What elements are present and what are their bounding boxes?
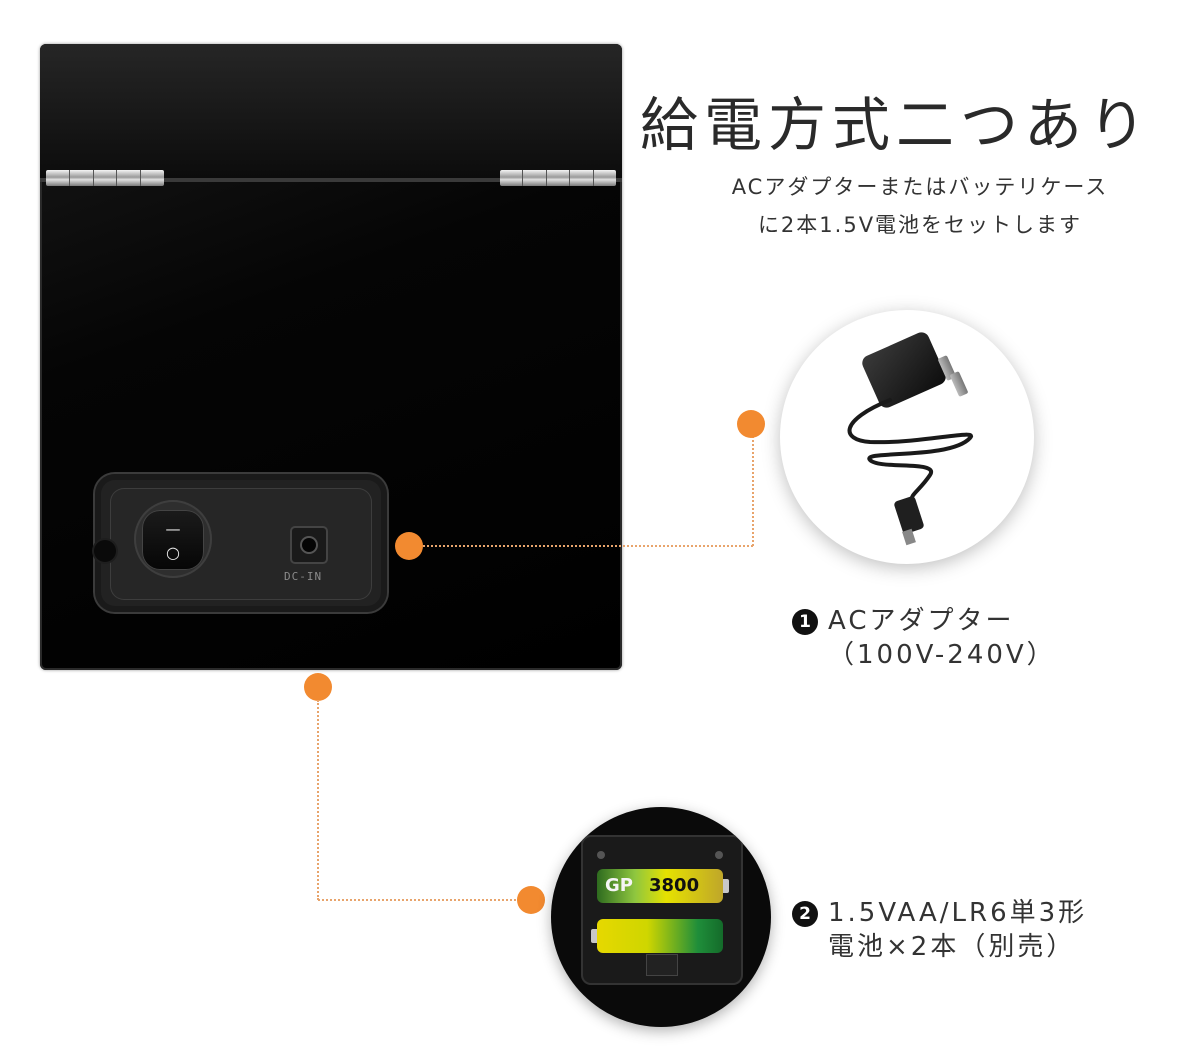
dc-in-label: DC-IN xyxy=(284,570,323,583)
left-hinge xyxy=(46,170,164,186)
switch-off-mark: ○ xyxy=(166,543,180,562)
option-2-detail: 電池×2本（別売） xyxy=(828,932,1076,962)
adapter-connector-vertical xyxy=(752,436,754,546)
lid-seam xyxy=(40,178,622,182)
option-1-number-icon: 1 xyxy=(792,609,818,635)
battery-brand: GP xyxy=(605,875,633,896)
switch-on-mark: — xyxy=(165,520,181,538)
tray-screw-icon xyxy=(597,851,605,859)
adapter-callout-dot xyxy=(737,410,765,438)
screw-icon xyxy=(94,540,116,562)
right-hinge xyxy=(500,170,616,186)
option-1-detail: （100V-240V） xyxy=(828,640,1056,670)
adapter-cable-icon xyxy=(847,398,974,546)
ac-adapter-photo xyxy=(780,310,1034,564)
panel-callout-dot xyxy=(395,532,423,560)
subtitle: ACアダプターまたはバッテリケース に2本1.5V電池をセットします xyxy=(650,168,1190,244)
battery-case-latch xyxy=(647,955,677,975)
option-1-label: 1 ACアダプター （100V-240V） xyxy=(792,604,1056,672)
box-bottom-callout-dot xyxy=(304,673,332,701)
subtitle-line-1: ACアダプターまたはバッテリケース xyxy=(731,175,1109,199)
power-switch[interactable]: — ○ xyxy=(142,510,204,570)
battery-capacity: 3800 xyxy=(649,875,700,896)
adapter-connector-horizontal xyxy=(423,545,753,547)
subtitle-line-2: に2本1.5V電池をセットします xyxy=(757,213,1083,237)
battery-case-photo: GP 3800 xyxy=(551,807,771,1027)
battery-connector-horizontal xyxy=(318,899,528,901)
dc-in-jack xyxy=(292,528,326,562)
option-2-number-icon: 2 xyxy=(792,901,818,927)
option-2-label: 2 1.5VAA/LR6単3形 電池×2本（別売） xyxy=(792,896,1087,964)
page-title: 給電方式二つあり xyxy=(640,91,1153,159)
option-2-title: 1.5VAA/LR6単3形 xyxy=(828,898,1088,928)
aa-battery-2 xyxy=(591,919,723,953)
winder-lid xyxy=(40,44,622,178)
battery-callout-dot xyxy=(517,886,545,914)
battery-connector-vertical xyxy=(317,700,319,900)
option-1-title: ACアダプター xyxy=(828,606,1015,636)
tray-screw-icon xyxy=(715,851,723,859)
aa-battery-1: GP 3800 xyxy=(597,869,729,903)
